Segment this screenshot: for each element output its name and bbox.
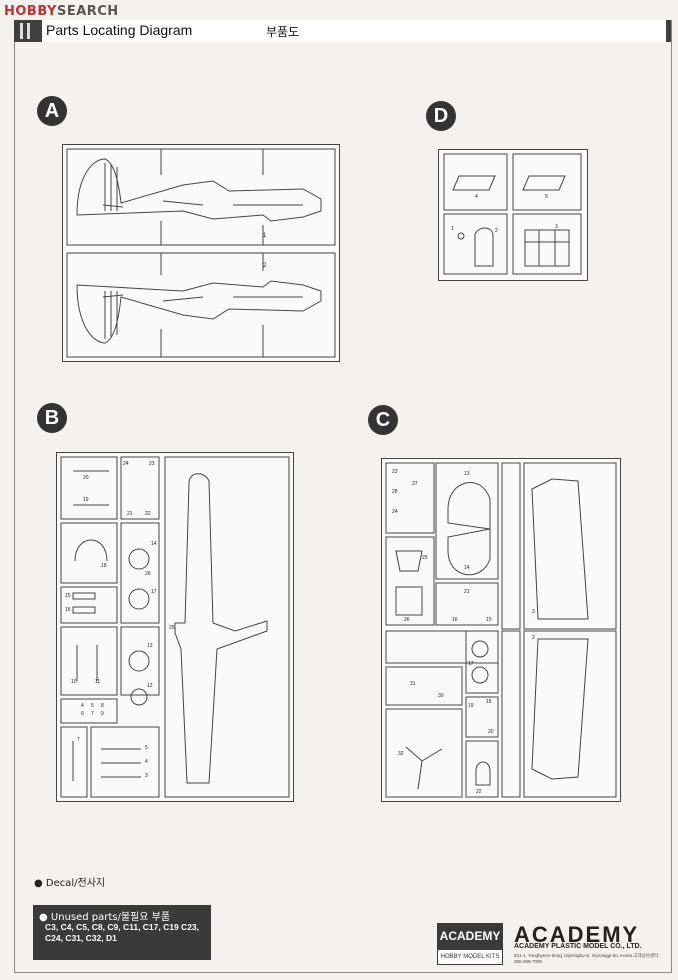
company-name: ACADEMY PLASTIC MODEL CO., LTD.: [514, 943, 642, 950]
part-label: 4: [145, 759, 148, 765]
part-label: 3: [555, 224, 558, 230]
company-address: 521-1, Yonghyeon-dong, Uijeongbu-si, Gye…: [514, 953, 661, 964]
part-label: 23: [392, 469, 398, 475]
part-label: 17: [468, 661, 474, 667]
part-label: 2: [263, 263, 267, 269]
section-badge-c: C: [368, 405, 398, 435]
part-label: 14: [151, 541, 157, 547]
unused-parts-box: ● Unused parts/불필요 부품 C3, C4, C5, C8, C9…: [33, 905, 211, 960]
section-badge-d: D: [426, 101, 456, 131]
part-label: 27: [412, 481, 418, 487]
brand-name: ACADEMY: [514, 922, 640, 947]
part-label: 22: [476, 789, 482, 795]
unused-parts-title: ● Unused parts/불필요 부품: [39, 912, 171, 923]
part-label: 10: [71, 679, 77, 685]
part-label: 17: [151, 589, 157, 595]
sprue-d-drawing: [443, 153, 582, 275]
sprue-a-drawing: [66, 148, 336, 358]
part-label: 32: [398, 751, 404, 757]
part-label: 26: [145, 571, 151, 577]
part-label: 18: [101, 563, 107, 569]
logo-top-text: ACADEMY: [437, 923, 503, 949]
part-label: 7: [77, 737, 80, 743]
academy-logo: ACADEMY HOBBY MODEL KITS: [437, 923, 503, 967]
part-label: 11: [95, 679, 101, 685]
sprue-b: 20 19 24 23 21 22 18 14 25 26 17 15 16 1…: [56, 452, 294, 802]
part-label: 9: [101, 711, 104, 717]
section-badge-a: A: [37, 96, 67, 126]
part-label: 19: [83, 497, 89, 503]
part-label: 3: [145, 773, 148, 779]
part-label: 21: [464, 589, 470, 595]
part-label: 25: [422, 555, 428, 561]
part-label: 3: [532, 609, 535, 615]
part-label: 18: [486, 699, 492, 705]
part-label: 1: [451, 226, 454, 232]
header-marks-icon: [20, 23, 30, 39]
page-title-korean: 부품도: [266, 25, 300, 39]
part-label: 5: [545, 194, 548, 200]
section-badge-b: B: [37, 403, 67, 433]
part-label: 4: [475, 194, 478, 200]
page-title: Parts Locating Diagram: [46, 22, 193, 38]
part-label: 15: [65, 593, 71, 599]
part-label: 19: [468, 703, 474, 709]
part-label: 2: [495, 228, 498, 234]
part-label: 13: [147, 643, 153, 649]
sprue-a: 1 2: [62, 144, 340, 362]
part-label: 20: [83, 475, 89, 481]
part-label: 13: [464, 471, 470, 477]
part-label: 21: [127, 511, 133, 517]
part-label: 15: [486, 617, 492, 623]
sprue-b-drawing: [60, 456, 290, 798]
part-label: 25: [169, 625, 175, 631]
part-label: 8: [101, 703, 104, 709]
part-label: 22: [145, 511, 151, 517]
part-label: 14: [464, 565, 470, 571]
part-label: 31: [410, 681, 416, 687]
part-label: 26: [404, 617, 410, 623]
part-label: 24: [392, 509, 398, 515]
part-label: 23: [149, 461, 155, 467]
header-tab: [42, 20, 666, 42]
part-label: 2: [532, 635, 535, 641]
part-label: 16: [452, 617, 458, 623]
part-label: 5: [91, 703, 94, 709]
unused-parts-list: C3, C4, C5, C8, C9, C11, C17, C19 C23, C…: [45, 922, 200, 943]
page-frame: [14, 20, 672, 973]
sprue-c-drawing: [385, 462, 617, 798]
part-label: 24: [123, 461, 129, 467]
sprue-d: 4 5 1 2 3: [438, 149, 588, 281]
part-label: 4: [81, 703, 84, 709]
part-label: 20: [488, 729, 494, 735]
logo-bottom-text: HOBBY MODEL KITS: [437, 949, 503, 965]
decal-note: ● Decal/전사지: [34, 878, 106, 889]
sprue-c: 23 27 28 24 25 13 14 26 21 16 15 17 31 3…: [381, 458, 621, 802]
part-label: 28: [392, 489, 398, 495]
watermark: HOBBYSEARCH: [4, 4, 119, 19]
part-label: 6: [81, 711, 84, 717]
part-label: 12: [147, 683, 153, 689]
part-label: 7: [91, 711, 94, 717]
part-label: 16: [65, 607, 71, 613]
part-label: 30: [438, 693, 444, 699]
part-label: 1: [263, 233, 267, 239]
part-label: 5: [145, 745, 148, 751]
header-bar: [14, 20, 671, 42]
